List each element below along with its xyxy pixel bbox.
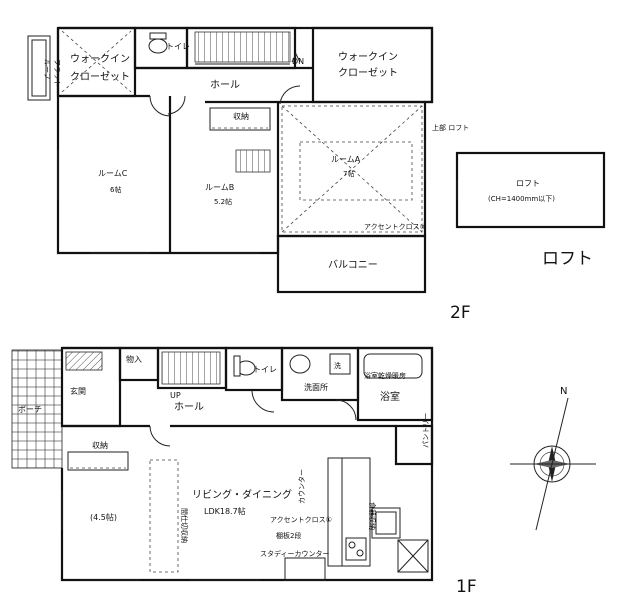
label-dish-storage: 食器収納 (368, 502, 377, 530)
floor1-outer-wall (60, 346, 434, 582)
label-storage-1f: 収納 (92, 440, 108, 450)
label-partition-storage: 間仕切収納 (180, 508, 189, 543)
label-bathroom: 浴室 (380, 390, 400, 403)
label-storage-2f: 収納 (233, 111, 249, 121)
label-ldk-size: LDK18.7帖 (204, 506, 246, 516)
label-bath-dryer: 浴室乾燥暖房 (364, 371, 406, 380)
floor-1 (11, 346, 434, 582)
flat-roof (27, 35, 51, 101)
label-walk-in-left-1: ウォークイン (70, 53, 130, 65)
label-balcony: バルコニー (328, 259, 378, 271)
storage-1f (67, 451, 129, 471)
pantry (394, 424, 434, 466)
bathroom (356, 346, 434, 422)
label-porch: ポーチ (18, 405, 42, 414)
label-washer: 洗 (334, 361, 341, 370)
label-entrance: 玄関 (70, 386, 86, 396)
label-walk-in-right-2: クローゼット (338, 67, 398, 79)
study-counter (284, 557, 326, 581)
label-accent-cloth-2: アクセントクロス② (364, 223, 426, 231)
label-flat-roof-1: フラット (53, 59, 61, 87)
label-2f-title: 2F (450, 303, 471, 323)
label-walk-in-right-1: ウォークイン (338, 51, 398, 63)
label-loft-room: ロフト (516, 179, 540, 188)
label-shelf: 棚板2段 (276, 531, 301, 540)
porch (11, 349, 63, 469)
label-accent-cloth-1: アクセントクロス① (270, 516, 332, 524)
loft-plan (455, 151, 606, 229)
label-study-counter: スタディーカウンター (260, 549, 330, 558)
label-ceiling-loft: 上部 ロフト (432, 123, 469, 132)
partition-storage (149, 459, 179, 573)
label-loft-note: (CH=1400mm以下) (488, 195, 555, 203)
label-1f-title: 1F (456, 577, 477, 597)
label-storage-in: 物入 (126, 354, 142, 364)
labels: ウォークイン クローゼット フラット ルーフ トイレ ホール DN ウォークイン… (18, 42, 593, 597)
label-tatami: (4.5帖) (90, 512, 117, 522)
label-walk-in-left-2: クローゼット (70, 71, 130, 83)
label-room-c: ルームC (98, 169, 128, 178)
walk-in-closet-right (311, 26, 434, 104)
label-toilet-2f: トイレ (166, 42, 190, 51)
label-loft-title: ロフト (542, 249, 593, 269)
label-room-c-size: 6帖 (110, 185, 121, 194)
label-pantry: パントリー (422, 413, 430, 448)
label-room-b-size: 5.2帖 (214, 197, 232, 206)
label-dn: DN (292, 57, 304, 66)
label-hall-1f: ホール (174, 401, 204, 413)
floor-2 (27, 26, 434, 294)
kitchen-counter (327, 457, 343, 567)
sink (371, 507, 401, 539)
label-counter: カウンター (297, 469, 306, 504)
storage-in (118, 346, 160, 382)
storage-2f (209, 107, 271, 131)
loft-room (455, 151, 606, 229)
label-compass-north: N (560, 386, 567, 397)
balcony (276, 234, 427, 294)
label-up: UP (170, 391, 181, 400)
label-hall-2f: ホール (210, 79, 240, 91)
cooktop (345, 537, 367, 561)
label-flat-roof-2: ルーフ (43, 59, 51, 80)
label-washroom: 洗面所 (304, 382, 328, 392)
label-room-b: ルームB (205, 183, 234, 192)
label-toilet-1f: トイレ (253, 365, 277, 374)
label-room-a-size: 7帖 (343, 169, 354, 178)
label-room-a: ルームA (331, 155, 361, 164)
label-ldk-name: リビング・ダイニング (192, 488, 292, 501)
loft-ladder (235, 149, 271, 173)
compass (510, 397, 596, 531)
